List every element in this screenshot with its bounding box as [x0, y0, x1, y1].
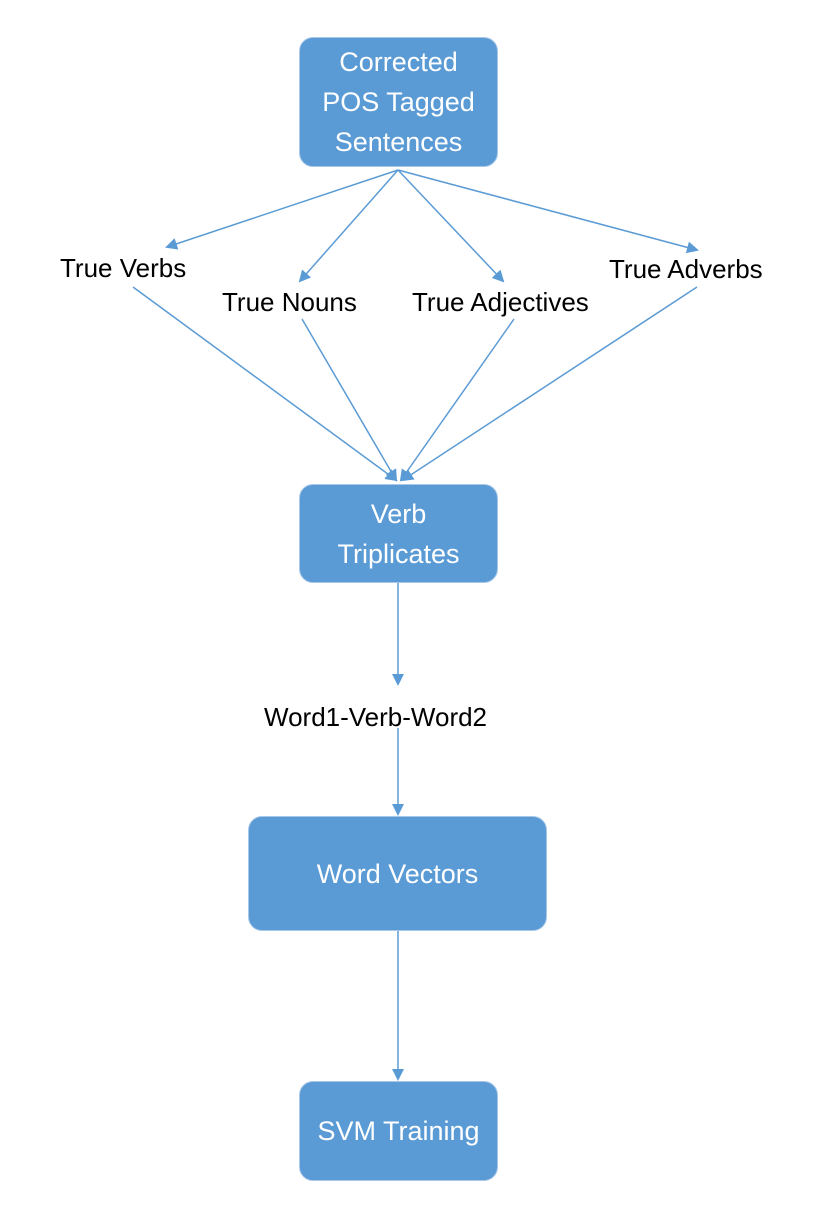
label-true-verbs: True Verbs — [60, 253, 187, 283]
node-source-line-3: Sentences — [334, 127, 463, 157]
edge-true-adjectives-to-verb-triplicates — [399, 318, 515, 482]
node-verb-triplicates-line-2: Triplicates — [337, 538, 460, 569]
node-source-line-2: POS Tagged — [322, 87, 475, 117]
label-word1-verb-word2: Word1-Verb-Word2 — [264, 702, 488, 732]
edge-source-to-true-nouns — [298, 169, 399, 283]
node-svm-training-label: SVM Training — [317, 1116, 480, 1146]
edge-source-to-true-adjectives — [397, 169, 505, 283]
label-true-adjectives: True Adjectives — [412, 287, 589, 317]
node-word-vectors-label: Word Vectors — [316, 858, 479, 889]
edge-true-verbs-to-verb-triplicates — [132, 286, 398, 482]
edge-source-to-true-adverbs — [397, 169, 699, 254]
node-word-vectors: Word Vectors — [248, 816, 547, 931]
edge-true-nouns-to-verb-triplicates — [301, 318, 398, 482]
node-svm-training: SVM Training — [299, 1081, 498, 1181]
label-true-nouns: True Nouns — [222, 287, 357, 317]
node-source-line-1: Corrected — [339, 47, 458, 77]
label-true-adverbs: True Adverbs — [609, 254, 763, 284]
edge-source-to-true-verbs — [165, 169, 399, 250]
node-corrected-pos-tagged-sentences: Corrected POS Tagged Sentences — [299, 37, 498, 167]
edge-true-adverbs-to-verb-triplicates — [401, 286, 698, 482]
node-verb-triplicates-line-1: Verb — [370, 498, 427, 529]
node-verb-triplicates: Verb Triplicates — [299, 484, 498, 583]
